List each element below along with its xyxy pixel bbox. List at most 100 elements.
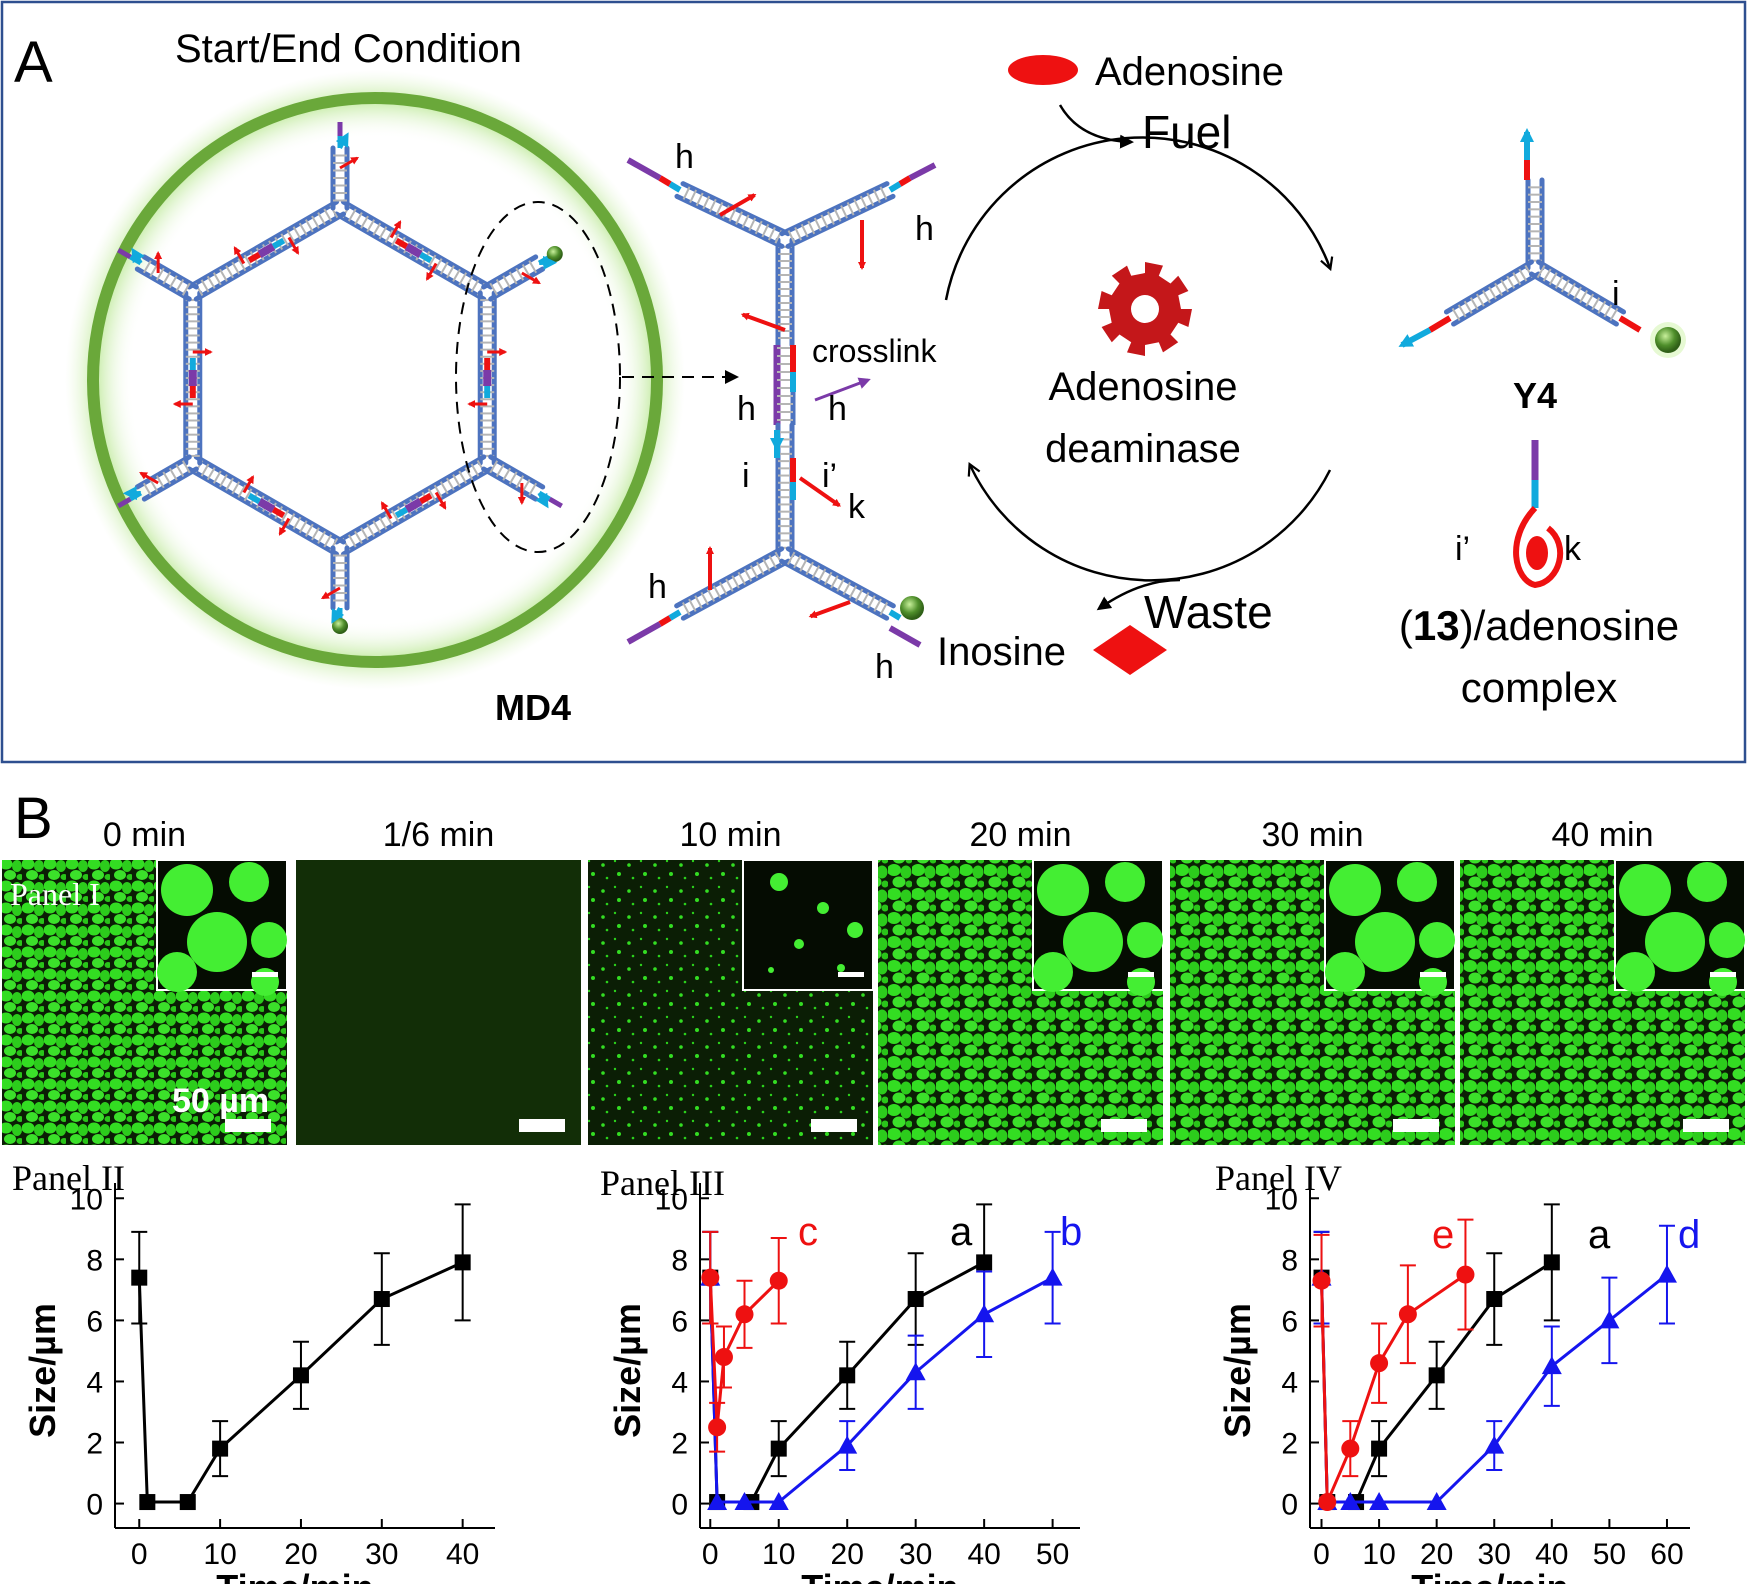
base-pair xyxy=(1471,298,1478,310)
droplet xyxy=(1325,952,1365,992)
blue-arrow-icon xyxy=(1402,330,1430,345)
x-tick-label: 50 xyxy=(1593,1538,1626,1571)
complex-label-k: k xyxy=(1564,530,1582,568)
series: c xyxy=(701,1210,818,1452)
sticky-end xyxy=(670,612,680,618)
base-pair xyxy=(1477,294,1484,306)
base-pair xyxy=(794,556,801,568)
droplet xyxy=(1033,952,1073,992)
data-point xyxy=(715,1348,733,1366)
scale-bar xyxy=(1101,1119,1147,1132)
y4-label-i: i xyxy=(1612,275,1620,313)
y-tick-label: 8 xyxy=(671,1244,688,1277)
micrograph-image xyxy=(296,860,581,1145)
scale-label: 50 µm xyxy=(172,1082,269,1120)
scale-bar xyxy=(1393,1119,1439,1132)
complex-label: (13)/adenosine xyxy=(1399,602,1679,649)
time-label: 0 min xyxy=(103,816,186,854)
series-label: a xyxy=(1588,1213,1611,1257)
inset-scale-bar xyxy=(1420,972,1446,977)
droplet xyxy=(1645,912,1705,972)
chart-panel-label: Panel II xyxy=(12,1158,125,1198)
droplet xyxy=(1397,862,1437,902)
base-pair xyxy=(1604,305,1611,317)
y-axis-label: Size/µm xyxy=(22,1303,63,1438)
base-pair xyxy=(736,212,742,225)
chart: Panel IV02468100102030405060Time/minSize… xyxy=(1215,1158,1700,1584)
label-h: h xyxy=(915,210,934,248)
start-end-label: Start/End Condition xyxy=(175,27,522,71)
data-point xyxy=(976,1254,992,1270)
base-pair xyxy=(749,218,755,231)
base-pair xyxy=(751,566,758,578)
droplet xyxy=(229,862,269,902)
inset-scale-bar xyxy=(1128,972,1154,977)
sticky-end xyxy=(910,165,935,178)
time-label: 20 min xyxy=(969,816,1071,854)
adenosine-label: Adenosine xyxy=(1095,50,1284,94)
base-pair xyxy=(856,589,863,601)
time-label: 10 min xyxy=(679,816,781,854)
base-pair xyxy=(828,212,834,225)
complex-label-2: complex xyxy=(1461,664,1617,711)
data-point xyxy=(1371,1441,1387,1457)
series-label: a xyxy=(950,1210,973,1254)
dna-strand xyxy=(683,561,788,618)
y-tick-label: 0 xyxy=(1281,1489,1298,1522)
series-label: b xyxy=(1060,1210,1082,1254)
complex-number: 13 xyxy=(1413,602,1460,649)
x-tick-label: 0 xyxy=(702,1538,719,1571)
y-tick-label: 2 xyxy=(671,1428,688,1461)
droplet xyxy=(1063,912,1123,972)
base-pair xyxy=(1495,283,1502,295)
series-label: d xyxy=(1678,1213,1700,1257)
base-pair xyxy=(697,193,703,206)
y-tick-label: 8 xyxy=(86,1244,103,1277)
base-pair xyxy=(1580,291,1587,303)
charts: Panel II0246810010203040Time/minSize/µmP… xyxy=(12,1158,1700,1584)
base-pair xyxy=(854,199,860,212)
base-pair xyxy=(738,572,745,584)
base-pair xyxy=(806,562,813,574)
y-tick-label: 10 xyxy=(70,1183,103,1216)
y-tick-label: 8 xyxy=(1281,1244,1298,1277)
y-tick-label: 0 xyxy=(86,1489,103,1522)
base-pair xyxy=(802,224,808,237)
droplet xyxy=(837,964,845,972)
data-point xyxy=(701,1269,719,1287)
time-label: 40 min xyxy=(1551,816,1653,854)
base-pair xyxy=(1465,301,1472,313)
base-pair xyxy=(867,193,873,206)
cycle-arrow-bottom xyxy=(970,465,1330,580)
base-pair xyxy=(757,562,764,574)
x-tick-label: 10 xyxy=(762,1538,795,1571)
label-h: h xyxy=(675,138,694,176)
gear-hole xyxy=(1131,295,1159,323)
droplet xyxy=(817,902,829,914)
data-point xyxy=(455,1254,471,1270)
inset-scale-bar xyxy=(838,972,864,977)
x-tick-label: 60 xyxy=(1650,1538,1683,1571)
base-pair xyxy=(874,190,880,203)
series: b xyxy=(700,1210,1082,1510)
base-pair xyxy=(743,215,749,228)
base-pair xyxy=(1556,276,1563,288)
enzyme-gear-icon xyxy=(1098,262,1192,356)
label-h: h xyxy=(828,390,847,428)
base-pair xyxy=(1507,276,1514,288)
base-pair xyxy=(862,592,869,604)
series-label: e xyxy=(1432,1213,1454,1257)
y-tick-label: 0 xyxy=(671,1489,688,1522)
base-pair xyxy=(874,599,881,611)
base-pair xyxy=(763,559,770,571)
data-point xyxy=(1486,1291,1502,1307)
data-point xyxy=(1341,1440,1359,1458)
glow-halo xyxy=(65,70,685,690)
base-pair xyxy=(1568,283,1575,295)
base-pair xyxy=(1483,291,1490,303)
droplet xyxy=(1355,912,1415,972)
y-tick-label: 10 xyxy=(1265,1183,1298,1216)
base-pair xyxy=(745,569,752,581)
base-pair xyxy=(843,582,850,594)
